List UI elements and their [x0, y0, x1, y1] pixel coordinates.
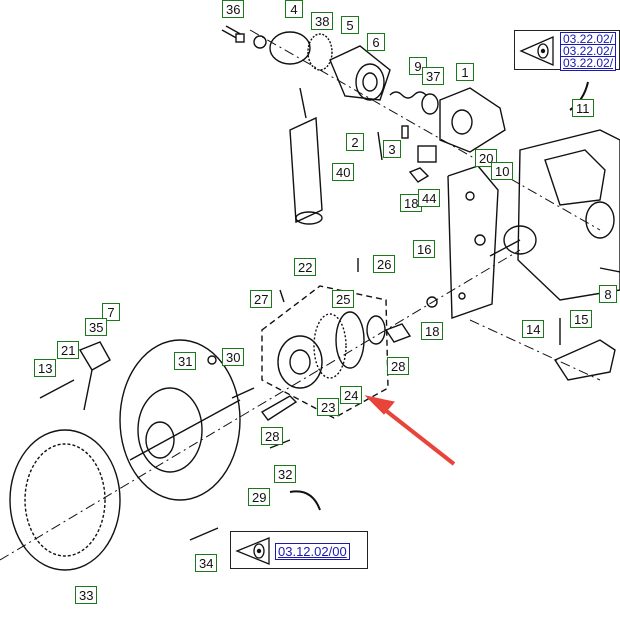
part-3-block — [417, 145, 437, 163]
part-30-pin — [231, 387, 255, 399]
part-40-tube — [289, 87, 323, 225]
eye-icon — [519, 36, 554, 66]
reference-link-bottom[interactable]: 03.12.02/00 — [275, 543, 350, 560]
label-part-28-right: 28 — [387, 357, 410, 375]
reference-box-top: 03.22.02/ 03.22.02/ 03.22.02/ — [514, 30, 620, 71]
part-27-pin — [279, 289, 285, 303]
label-part-2: 2 — [346, 133, 364, 151]
part-31-fitting — [207, 355, 217, 365]
label-part-18-mid: 18 — [421, 322, 444, 340]
part-1-housing — [439, 87, 506, 153]
label-part-24: 24 — [340, 386, 363, 404]
part-3-pin — [401, 125, 409, 139]
label-part-29: 29 — [248, 488, 271, 506]
label-part-30: 30 — [222, 348, 245, 366]
label-part-21: 21 — [57, 341, 80, 359]
label-part-16: 16 — [413, 240, 436, 258]
label-part-13: 13 — [34, 359, 57, 377]
part-38-ring — [307, 33, 333, 71]
label-part-28-left: 28 — [261, 427, 284, 445]
label-part-33: 33 — [75, 586, 98, 604]
part-4-cover — [269, 31, 311, 65]
part-33-ring-gear — [9, 429, 121, 571]
part-11-gearbox — [489, 129, 620, 301]
label-part-14: 14 — [522, 320, 545, 338]
label-part-40: 40 — [332, 163, 355, 181]
part-34-bolt — [189, 527, 219, 541]
part-35-lever — [39, 341, 111, 411]
part-29-flywheel — [119, 339, 241, 501]
part-4-nut — [253, 35, 267, 49]
label-part-37: 37 — [422, 67, 445, 85]
part-9-spring — [389, 91, 439, 115]
part-36-screw — [221, 25, 245, 43]
label-part-4: 4 — [285, 0, 303, 18]
label-part-36: 36 — [222, 0, 245, 18]
label-part-26: 26 — [373, 255, 396, 273]
label-part-25: 25 — [332, 290, 355, 308]
label-part-31: 31 — [174, 352, 197, 370]
part-22-coupling — [261, 285, 389, 419]
eye-icon — [235, 537, 270, 565]
part-15-bracket — [553, 318, 616, 381]
reference-link-3[interactable]: 03.22.02/ — [560, 56, 617, 71]
label-part-6: 6 — [367, 33, 385, 51]
reference-link-1[interactable]: 03.22.02/ — [560, 32, 617, 47]
label-part-5: 5 — [341, 16, 359, 34]
label-part-23: 23 — [317, 398, 340, 416]
label-part-27: 27 — [250, 290, 273, 308]
label-part-10: 10 — [491, 162, 514, 180]
label-part-22: 22 — [294, 258, 317, 276]
part-18-nut — [426, 296, 438, 308]
label-part-38: 38 — [311, 12, 334, 30]
label-part-18-top: 18 — [400, 194, 423, 212]
label-part-15: 15 — [570, 310, 593, 328]
part-2-bolt — [377, 131, 383, 161]
part-28-bolt — [260, 395, 298, 421]
part-28-stud — [384, 323, 412, 343]
part-44-nut — [408, 167, 430, 183]
part-5-6-bearing — [329, 45, 391, 101]
label-part-7: 7 — [102, 303, 120, 321]
part-16-plate — [447, 165, 499, 319]
label-part-34: 34 — [195, 554, 218, 572]
label-part-8: 8 — [599, 285, 617, 303]
label-part-44: 44 — [418, 189, 441, 207]
label-part-35: 35 — [85, 318, 108, 336]
label-part-11: 11 — [572, 99, 594, 117]
label-part-3: 3 — [383, 140, 401, 158]
label-part-1: 1 — [456, 63, 474, 81]
label-part-32: 32 — [274, 465, 297, 483]
reference-box-bottom: 03.12.02/00 — [230, 531, 368, 569]
highlight-arrow — [364, 395, 456, 466]
